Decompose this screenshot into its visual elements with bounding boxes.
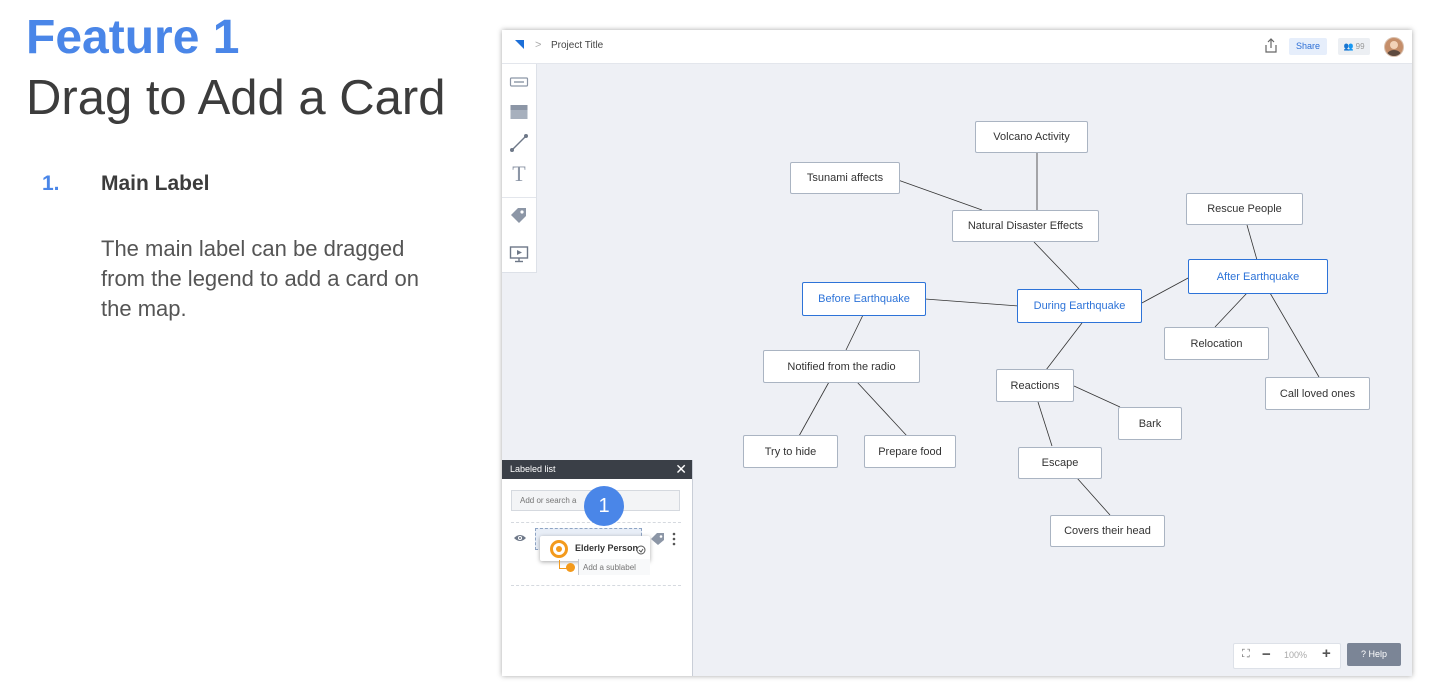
legend-panel: Labeled list ✕ Elderly Person 1 (502, 460, 693, 676)
connector (1045, 322, 1083, 371)
sublabel-color-icon (566, 563, 575, 572)
map-card-label: Reactions (1010, 379, 1060, 392)
connector (798, 381, 830, 437)
connector (1076, 477, 1111, 516)
connector (1269, 292, 1320, 378)
step-badge: 1 (584, 486, 624, 526)
map-card[interactable]: Notified from the radio (763, 350, 920, 383)
main-label-drag-card[interactable]: Elderly Person (540, 536, 650, 561)
map-card-label: Call loved ones (1279, 387, 1356, 400)
map-card[interactable]: Volcano Activity (975, 121, 1088, 153)
map-card-label: Prepare food (878, 445, 942, 458)
map-card-label: Tsunami affects (806, 172, 884, 184)
zoom-level: 100% (1284, 650, 1308, 660)
more-options-icon[interactable] (671, 532, 677, 546)
connector (924, 298, 1020, 307)
card-tool-icon[interactable] (509, 102, 529, 122)
map-card[interactable]: Covers their head (1050, 515, 1165, 547)
map-card-label: Escape (1041, 457, 1079, 469)
map-card-label: Before Earthquake (818, 293, 910, 305)
feature-title: Feature 1 (26, 11, 240, 64)
project-title[interactable]: Project Title (551, 40, 604, 51)
text-tool-icon[interactable]: T (512, 161, 526, 186)
map-card[interactable]: Reactions (996, 369, 1074, 402)
map-card[interactable]: Before Earthquake (802, 282, 926, 316)
step-description: The main label can be dragged from the l… (101, 236, 419, 321)
map-card-label: During Earthquake (1033, 300, 1126, 312)
connector (1037, 401, 1053, 447)
label-tool-icon[interactable] (509, 72, 529, 92)
map-card[interactable]: Tsunami affects (790, 162, 900, 194)
tag-icon[interactable] (650, 532, 666, 546)
top-bar: > Project Title Share 👥 99 (502, 30, 1412, 64)
legend-header: Labeled list ✕ (502, 460, 692, 479)
map-card[interactable]: Try to hide (743, 435, 838, 468)
collaborators-count: 99 (1355, 42, 1365, 51)
zoom-in-button[interactable]: + (1322, 645, 1331, 662)
map-card-label: Natural Disaster Effects (967, 220, 1084, 232)
map-card[interactable]: Escape (1018, 447, 1102, 479)
zoom-out-button[interactable]: − (1262, 646, 1271, 663)
sublabel-connector (559, 560, 569, 569)
connector (845, 314, 864, 351)
app-window: > Project Title Share 👥 99 T (502, 30, 1412, 676)
map-card-label: Volcano Activity (993, 131, 1070, 143)
map-card-label: Try to hide (764, 445, 817, 458)
connector (897, 179, 983, 211)
breadcrumb-separator: > (535, 39, 542, 51)
map-card[interactable]: Rescue People (1186, 193, 1303, 225)
map-card-label: Rescue People (1207, 203, 1282, 215)
fit-to-screen-icon[interactable]: ⛶ (1242, 648, 1250, 660)
connector (1246, 224, 1258, 261)
users-icon: 👥 (1343, 42, 1354, 51)
map-card[interactable]: Call loved ones (1265, 377, 1370, 410)
sublabel-input[interactable] (578, 559, 650, 575)
presentation-tool-icon[interactable] (509, 244, 529, 264)
eye-icon[interactable] (513, 533, 527, 543)
map-card[interactable]: Prepare food (864, 435, 956, 468)
legend-title: Labeled list (510, 464, 556, 474)
connector-tool-icon[interactable] (509, 133, 529, 153)
map-card[interactable]: After Earthquake (1188, 259, 1328, 294)
feature-subtitle: Drag to Add a Card (26, 71, 446, 125)
map-card-label: Covers their head (1064, 525, 1151, 537)
map-card-label: Relocation (1190, 337, 1243, 350)
app-logo-icon[interactable] (515, 40, 524, 49)
label-color-icon (550, 540, 568, 558)
export-icon[interactable] (1262, 37, 1280, 55)
step-label: Main Label (101, 172, 210, 195)
toolbar-divider (502, 197, 536, 198)
map-card-label: After Earthquake (1216, 270, 1300, 283)
zoom-controls: ⛶ − 100% + (1233, 643, 1341, 669)
help-button[interactable]: ? Help (1347, 643, 1401, 666)
share-button[interactable]: Share (1289, 38, 1327, 55)
grab-cursor-icon (636, 545, 646, 555)
left-toolbar: T (502, 64, 537, 273)
collaborators-button[interactable]: 👥 99 (1338, 38, 1370, 55)
map-card-label: Notified from the radio (787, 360, 896, 373)
close-icon[interactable]: ✕ (675, 461, 687, 477)
main-label-name: Elderly Person (575, 543, 639, 553)
map-connectors (798, 153, 1320, 516)
connector (1214, 292, 1248, 328)
connector (1033, 241, 1081, 291)
map-card-label: Bark (1138, 417, 1162, 430)
map-card[interactable]: Relocation (1164, 327, 1269, 360)
connector (1139, 276, 1191, 305)
legend-divider (511, 585, 681, 586)
map-card[interactable]: During Earthquake (1017, 289, 1142, 323)
map-card[interactable]: Natural Disaster Effects (952, 210, 1099, 242)
connector (1073, 385, 1121, 408)
step-number: 1. (42, 172, 60, 195)
map-card[interactable]: Bark (1118, 407, 1182, 440)
connector (856, 381, 908, 437)
tag-tool-icon[interactable] (509, 206, 529, 226)
avatar[interactable] (1384, 37, 1404, 57)
